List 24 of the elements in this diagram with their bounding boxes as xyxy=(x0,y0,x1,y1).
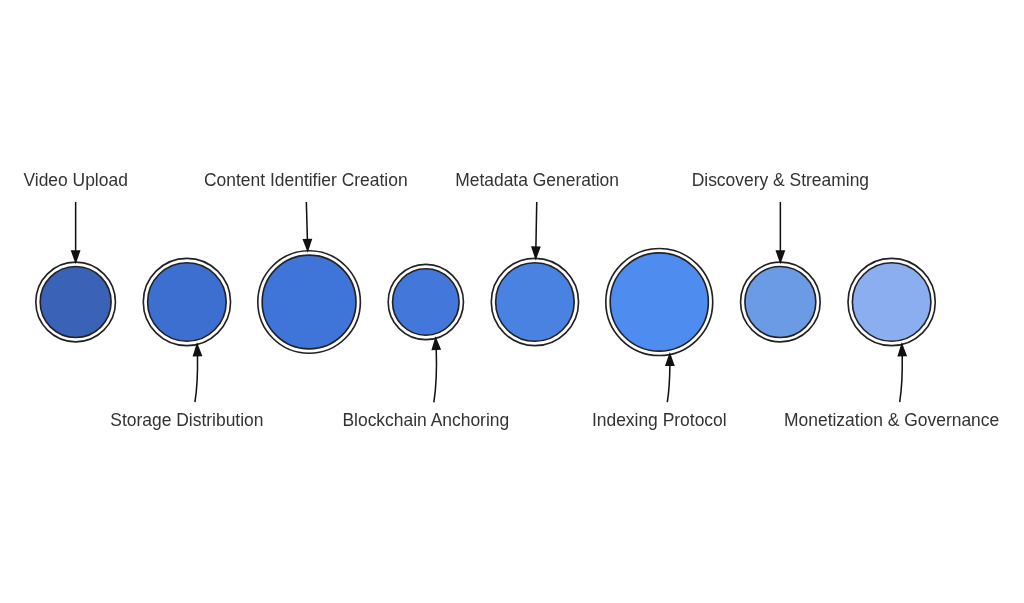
node-gear xyxy=(739,260,821,343)
node-text: Indexing Protocol xyxy=(591,409,727,430)
arrow xyxy=(531,200,541,260)
node-text: Storage Distribution xyxy=(110,409,264,430)
arrow xyxy=(70,200,81,264)
arrow xyxy=(897,341,908,403)
node-gear xyxy=(142,257,232,346)
arrow xyxy=(665,351,675,403)
node-gear xyxy=(847,257,937,346)
arrow xyxy=(192,341,203,403)
node-text: Metadata Generation xyxy=(455,169,619,190)
node-text: Content Identifier Creation xyxy=(204,169,408,190)
node-gear xyxy=(490,257,580,346)
node-gear xyxy=(387,263,465,340)
node-gear xyxy=(35,260,117,343)
arrow xyxy=(302,200,313,253)
arrow xyxy=(775,200,786,264)
node-gear xyxy=(605,247,714,356)
node-text: Discovery & Streaming xyxy=(691,169,870,190)
node-text: Blockchain Anchoring xyxy=(342,409,510,430)
node-gear xyxy=(257,249,362,354)
arrow xyxy=(431,335,442,403)
node-text: Monetization & Governance xyxy=(784,409,1000,430)
node-text: Video Upload xyxy=(23,169,128,190)
